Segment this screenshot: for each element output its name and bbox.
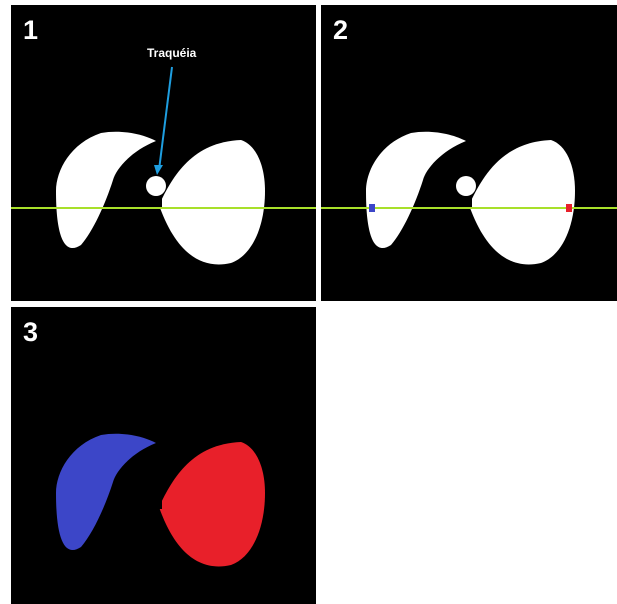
- panel-number: 2: [333, 17, 348, 44]
- panel-2-scan: [321, 5, 617, 301]
- mediastinum-background: [468, 141, 472, 207]
- panel-number: 3: [23, 319, 38, 346]
- trachea-label: Traquéia: [147, 47, 196, 59]
- panel-3-scan: [11, 307, 316, 604]
- trachea: [146, 176, 166, 196]
- mediastinum-background: [158, 443, 162, 509]
- right-edge-marker: [566, 204, 572, 212]
- panel-1: 1 Traquéia: [11, 5, 316, 301]
- left-lung: [56, 132, 156, 248]
- left-lung: [366, 132, 466, 248]
- left-lung-segmented: [56, 434, 156, 550]
- left-edge-marker: [369, 204, 375, 212]
- panel-3: 3: [11, 307, 316, 604]
- right-lung: [469, 140, 575, 264]
- panel-2: 2: [321, 5, 617, 301]
- trachea-arrow: [159, 67, 172, 170]
- right-lung: [159, 140, 265, 264]
- panel-number: 1: [23, 17, 38, 44]
- trachea: [456, 176, 476, 196]
- right-lung-segmented: [159, 442, 265, 566]
